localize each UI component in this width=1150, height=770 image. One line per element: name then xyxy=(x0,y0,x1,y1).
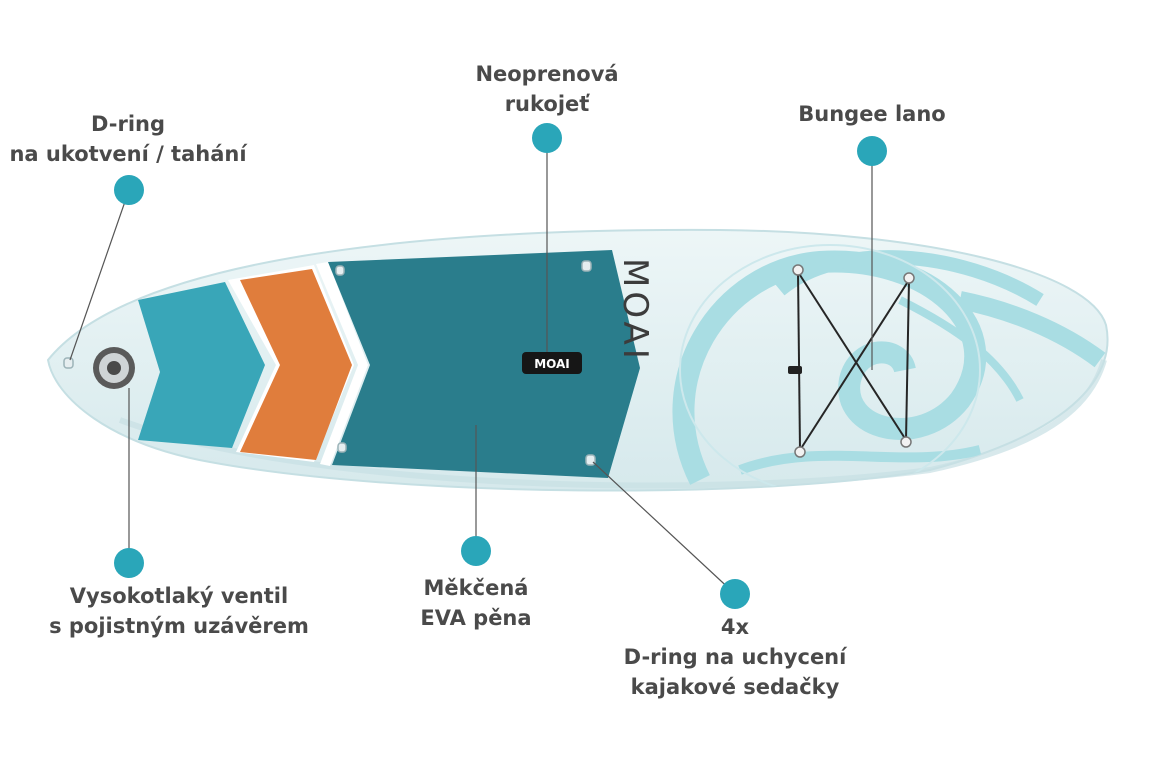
callout-line: Bungee lano xyxy=(798,102,946,126)
callout-line: EVA pěna xyxy=(420,606,532,630)
stripe-white-2 xyxy=(316,262,368,466)
callout-line: D-ring na uchycení xyxy=(623,645,847,669)
eva-deck-pad xyxy=(328,250,640,478)
bungee-d-ring-icon xyxy=(900,436,912,448)
marker-handle xyxy=(532,123,562,153)
marker-eva xyxy=(461,536,491,566)
callout-markers xyxy=(114,123,887,609)
callout-neoprene-handle: Neoprenová rukojeť xyxy=(447,59,647,119)
callout-line: D-ring xyxy=(90,112,166,136)
d-ring-icon xyxy=(335,265,345,276)
stripe-orange xyxy=(240,269,352,460)
tribal-circle-outline xyxy=(679,244,981,491)
d-ring-icon xyxy=(337,442,347,453)
callout-line: na ukotvení / tahání xyxy=(9,142,247,166)
callout-eva-foam: Měkčená EVA pěna xyxy=(396,573,556,633)
bungee-cord xyxy=(788,264,915,458)
board-rail-bottom xyxy=(118,359,1107,489)
nose-d-ring-icon xyxy=(63,357,74,369)
leader-line-kayak-seat xyxy=(592,461,736,595)
callout-line: kajakové sedačky xyxy=(630,675,840,699)
leader-line-d-ring-tow xyxy=(69,189,130,361)
callout-d-ring-tow: D-ring na ukotvení / tahání xyxy=(0,109,256,169)
leader-lines xyxy=(69,138,873,595)
brand-logo-text: MOAI xyxy=(615,258,655,363)
bungee-d-ring-icon xyxy=(792,264,804,276)
d-ring-icon xyxy=(585,454,596,466)
callout-valve: Vysokotlaký ventil s pojistným uzávěrem xyxy=(29,581,329,641)
neoprene-handle xyxy=(522,352,582,374)
stripe-teal xyxy=(138,282,265,448)
sup-board: MOAI MOAI xyxy=(46,228,1109,492)
callout-bungee: Bungee lano xyxy=(772,99,972,129)
marker-bungee xyxy=(857,136,887,166)
handle-logo-text: MOAI xyxy=(534,357,570,371)
leash-plug-icon xyxy=(788,366,802,374)
valve-icon xyxy=(93,347,135,389)
callout-line: Vysokotlaký ventil xyxy=(69,584,289,608)
marker-valve xyxy=(114,548,144,578)
callout-line: s pojistným uzávěrem xyxy=(49,614,309,638)
bungee-d-ring-icon xyxy=(794,446,806,458)
callout-line: 4x xyxy=(720,615,750,639)
callout-line: rukojeť xyxy=(504,92,590,116)
d-ring-icon xyxy=(581,260,592,272)
marker-d-ring-tow xyxy=(114,175,144,205)
callout-kayak-seat: 4x D-ring na uchycení kajakové sedačky xyxy=(600,612,870,702)
callout-line: Neoprenová xyxy=(475,62,619,86)
marker-kayak-seat xyxy=(720,579,750,609)
callout-line: Měkčená xyxy=(423,576,529,600)
tribal-decoration xyxy=(672,250,1106,485)
bungee-d-ring-icon xyxy=(903,272,915,284)
